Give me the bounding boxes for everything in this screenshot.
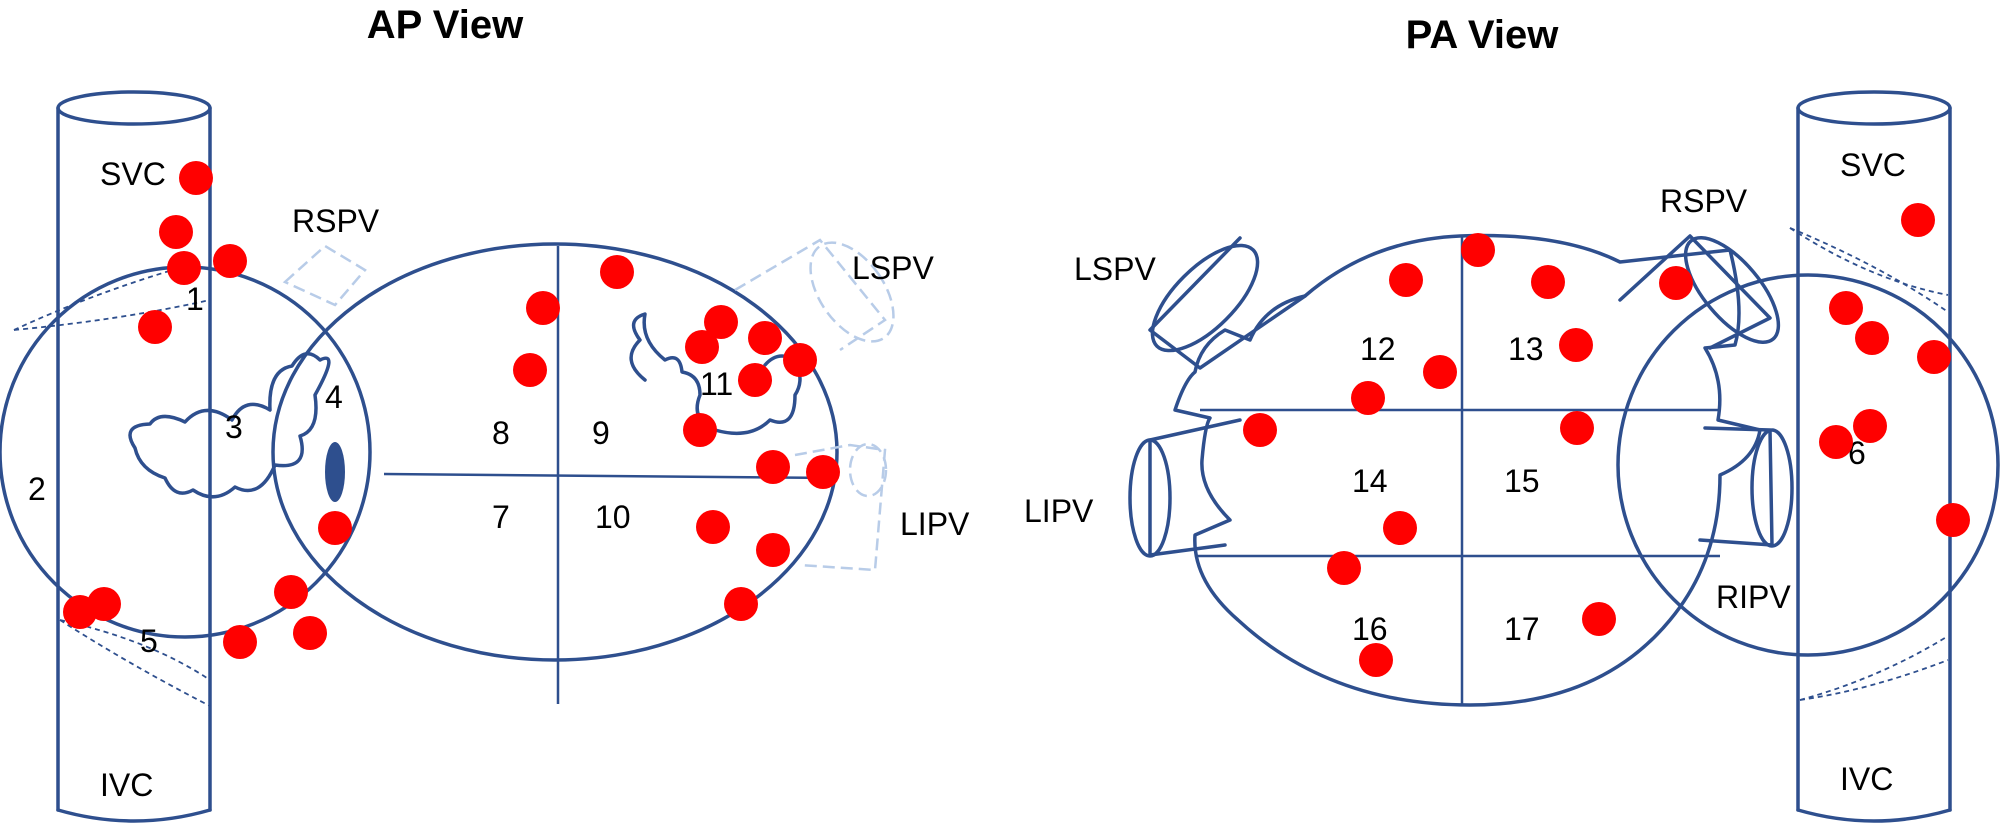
ap-view: AP View SVC IV xyxy=(0,3,970,823)
pa-ablation-marker-6 xyxy=(1559,328,1593,362)
ap-label-lspv: LSPV xyxy=(852,250,934,286)
ap-ablation-markers xyxy=(63,161,840,659)
ap-ablation-marker-12 xyxy=(748,321,782,355)
ap-label-svc: SVC xyxy=(100,156,166,192)
pa-ablation-marker-12 xyxy=(1917,340,1951,374)
pa-segment-13: 13 xyxy=(1508,331,1544,367)
ap-segment-9: 9 xyxy=(592,415,610,451)
ap-ablation-marker-3 xyxy=(167,251,201,285)
ap-ablation-marker-9 xyxy=(685,330,719,364)
pa-ablation-marker-17 xyxy=(1327,551,1361,585)
pa-label-ivc: IVC xyxy=(1840,761,1893,797)
ap-rspv-vessel xyxy=(282,244,367,307)
ap-label-ivc: IVC xyxy=(100,767,153,803)
pa-right-atrium xyxy=(1616,273,2000,657)
ap-ablation-marker-7 xyxy=(526,291,560,325)
pa-label-lspv: LSPV xyxy=(1074,251,1156,287)
ap-segment-7: 7 xyxy=(492,499,510,535)
ap-vena-cava-tube xyxy=(56,90,212,823)
pa-ablation-marker-11 xyxy=(1855,321,1889,355)
ap-ablation-marker-24 xyxy=(293,616,327,650)
pa-rspv-vessel xyxy=(1618,234,1781,350)
pa-ripv-vessel xyxy=(1698,426,1794,548)
pa-ablation-marker-2 xyxy=(1389,263,1423,297)
pa-label-ripv: RIPV xyxy=(1716,579,1791,615)
ap-lspv-vessel xyxy=(734,238,887,352)
ap-segment-10: 10 xyxy=(595,499,631,535)
pa-label-rspv: RSPV xyxy=(1660,183,1748,219)
pa-ablation-marker-1 xyxy=(1461,233,1495,267)
ap-ablation-marker-5 xyxy=(138,310,172,344)
ap-ablation-marker-11 xyxy=(704,305,738,339)
pa-segment-16: 16 xyxy=(1352,611,1388,647)
ap-label-lipv: LIPV xyxy=(900,506,970,542)
ap-lipv-vessel xyxy=(794,443,887,572)
pa-segment-14: 14 xyxy=(1352,463,1388,499)
ap-ablation-marker-19 xyxy=(756,533,790,567)
pa-ablation-marker-9 xyxy=(1243,413,1277,447)
pa-ablation-marker-5 xyxy=(1659,266,1693,300)
ap-ablation-marker-23 xyxy=(274,575,308,609)
ap-ablation-marker-16 xyxy=(806,455,840,489)
ap-segment-8: 8 xyxy=(492,415,510,451)
pa-vena-cava-tube xyxy=(1796,90,1952,823)
ap-segment-5: 5 xyxy=(140,623,158,659)
ap-segment-2: 2 xyxy=(28,471,46,507)
ap-ablation-marker-15 xyxy=(756,450,790,484)
ap-segment-3: 3 xyxy=(225,409,243,445)
pa-ablation-marker-18 xyxy=(1936,503,1970,537)
ap-left-appendage-cloud xyxy=(629,312,802,436)
ap-ablation-marker-8 xyxy=(513,353,547,387)
pa-label-svc: SVC xyxy=(1840,147,1906,183)
pa-ablation-marker-14 xyxy=(1819,425,1853,459)
pa-segment-15: 15 xyxy=(1504,463,1540,499)
pa-ablation-marker-8 xyxy=(1351,381,1385,415)
ap-ablation-marker-20 xyxy=(724,587,758,621)
pa-ablation-marker-15 xyxy=(1853,409,1887,443)
pa-ablation-marker-16 xyxy=(1383,511,1417,545)
ap-right-appendage-cloud xyxy=(128,352,331,499)
ap-ablation-marker-13 xyxy=(738,363,772,397)
ap-view-title: AP View xyxy=(367,3,524,47)
ap-left-atrium xyxy=(271,242,839,662)
ap-segment-4: 4 xyxy=(325,379,343,415)
pa-lspv-vessel xyxy=(1148,236,1307,370)
pa-ablation-marker-7 xyxy=(1423,355,1457,389)
ap-ablation-marker-2 xyxy=(159,215,193,249)
ap-ablation-marker-1 xyxy=(179,161,213,195)
pa-view: PA View xyxy=(1024,13,2000,823)
ap-ablation-marker-10 xyxy=(783,343,817,377)
ap-ablation-marker-14 xyxy=(683,413,717,447)
pa-ablation-marker-4 xyxy=(1901,203,1935,237)
pa-ablation-marker-13 xyxy=(1560,411,1594,445)
ap-ablation-marker-6 xyxy=(600,255,634,289)
ap-ablation-marker-22 xyxy=(87,587,121,621)
pa-segment-12: 12 xyxy=(1360,331,1396,367)
pa-view-title: PA View xyxy=(1406,13,1560,57)
pa-ablation-markers xyxy=(1243,203,1970,677)
pa-label-lipv: LIPV xyxy=(1024,493,1094,529)
pa-ablation-marker-10 xyxy=(1829,291,1863,325)
pa-lipv-vessel xyxy=(1128,418,1242,558)
ap-ablation-marker-4 xyxy=(213,244,247,278)
ap-ablation-marker-17 xyxy=(318,511,352,545)
ap-label-rspv: RSPV xyxy=(292,203,380,239)
pa-ablation-marker-19 xyxy=(1582,602,1616,636)
pa-ablation-marker-3 xyxy=(1531,265,1565,299)
pa-ablation-marker-20 xyxy=(1359,643,1393,677)
ap-fossa-ovalis xyxy=(325,442,345,502)
ap-ablation-marker-25 xyxy=(223,625,257,659)
ap-segment-11: 11 xyxy=(700,366,733,402)
ap-ablation-marker-18 xyxy=(696,510,730,544)
pa-segment-17: 17 xyxy=(1504,611,1540,647)
pa-left-atrium xyxy=(1173,233,1762,707)
ap-segment-1: 1 xyxy=(186,281,204,317)
